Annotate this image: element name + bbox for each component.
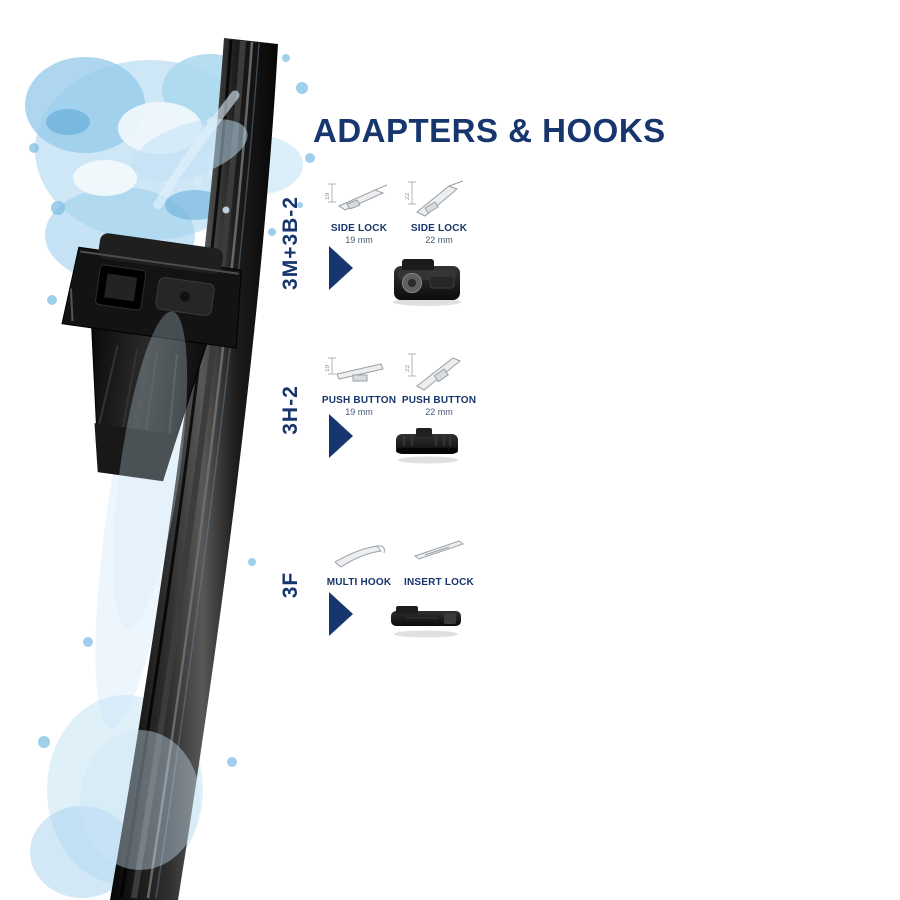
hook-drawing-icon xyxy=(334,545,385,568)
adapter-item-multihook: MULTI HOOK xyxy=(320,526,398,589)
water-splash-foreground xyxy=(80,90,248,870)
dimension-label: 22 xyxy=(405,364,411,372)
adapter-item-insertlock: INSERT LOCK xyxy=(400,526,478,589)
hook-drawing-icon: 19 xyxy=(325,183,388,211)
adapter-item-pushbutton-19: 19 PUSH BUTTON 19 mm xyxy=(320,344,398,417)
adapter-size: 19 mm xyxy=(345,235,373,245)
adapter-name: MULTI HOOK xyxy=(326,577,392,588)
page-title: ADAPTERS & HOOKS xyxy=(313,112,666,149)
adapter-item-sidelock-22: 22 SIDE LOCK 22 mm xyxy=(400,172,478,245)
dimension-label: 19 xyxy=(325,364,331,372)
adapter-name: PUSH BUTTON xyxy=(321,395,397,406)
adapter-name: SIDE LOCK xyxy=(410,223,468,234)
adapter-photo-sidelock xyxy=(393,259,461,306)
hook-drawing-icon: 22 xyxy=(405,353,461,391)
arrow-right-icon xyxy=(329,414,353,458)
dimension-label: 22 xyxy=(405,192,411,200)
adapter-name: INSERT LOCK xyxy=(404,577,474,588)
blade-connector xyxy=(61,233,242,482)
adapter-name: PUSH BUTTON xyxy=(401,395,477,406)
section-code-3f: 3F xyxy=(279,571,302,599)
hook-drawing-icon xyxy=(413,540,465,560)
adapter-photo-pushbutton xyxy=(396,428,458,464)
section-code-3h2: 3H-2 xyxy=(279,385,302,435)
adapter-size: 22 mm xyxy=(425,407,453,417)
dimension-label: 19 xyxy=(325,192,331,200)
adapter-size: 22 mm xyxy=(425,235,453,245)
adapter-photo-3f xyxy=(391,606,461,638)
adapter-name: SIDE LOCK xyxy=(330,223,388,234)
section-code-3m3b2: 3M+3B-2 xyxy=(279,196,302,290)
hook-drawing-icon: 22 xyxy=(405,180,464,217)
arrow-right-icon xyxy=(329,592,353,636)
adapter-size: 19 mm xyxy=(345,407,373,417)
arrow-right-icon xyxy=(329,246,353,290)
adapter-item-sidelock-19: 19 SIDE LOCK 19 mm xyxy=(320,172,398,245)
adapter-item-pushbutton-22: 22 PUSH BUTTON 22 mm xyxy=(400,344,478,417)
hook-drawing-icon: 19 xyxy=(325,357,384,382)
